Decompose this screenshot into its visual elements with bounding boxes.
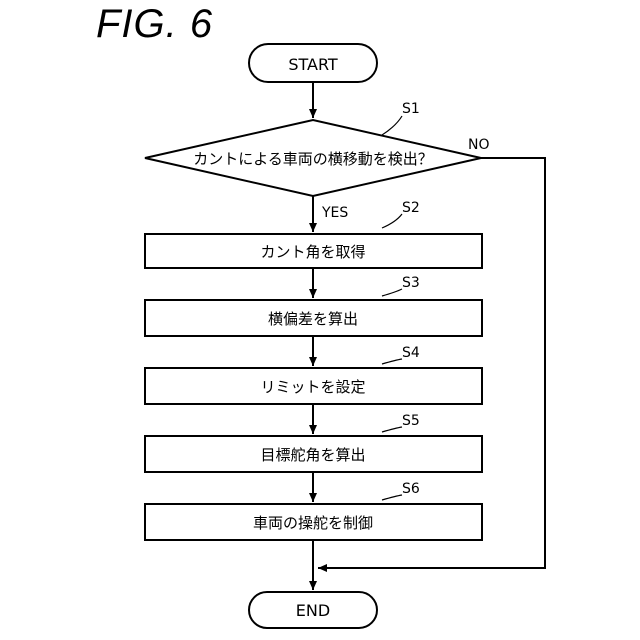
step-label-s5: S5	[402, 413, 420, 429]
step-label-s1: S1	[402, 101, 420, 117]
leader-s2	[382, 214, 402, 228]
leader-s1	[382, 116, 402, 135]
end-terminal: END	[249, 592, 377, 628]
decision-text: カントによる車両の横移動を検出？	[193, 150, 433, 168]
start-label: START	[288, 55, 338, 74]
step-label-s2: S2	[402, 200, 420, 216]
step-label-s3: S3	[402, 275, 420, 291]
step-label-s6: S6	[402, 481, 420, 497]
process-s3-text: 横偏差を算出	[268, 310, 358, 328]
process-s6-text: 車両の操舵を制御	[253, 514, 373, 532]
leader-s6	[382, 495, 402, 500]
process-s2-text: カント角を取得	[260, 243, 365, 261]
leader-s3	[382, 289, 402, 296]
leader-s5	[382, 427, 402, 432]
yes-label: YES	[321, 205, 348, 221]
end-label: END	[296, 601, 330, 620]
step-label-s4: S4	[402, 345, 420, 361]
start-terminal: START	[249, 44, 377, 82]
process-s4-text: リミットを設定	[260, 378, 365, 396]
no-label: NO	[468, 137, 490, 153]
process-s5-text: 目標舵角を算出	[260, 446, 365, 464]
leader-s4	[382, 359, 402, 364]
